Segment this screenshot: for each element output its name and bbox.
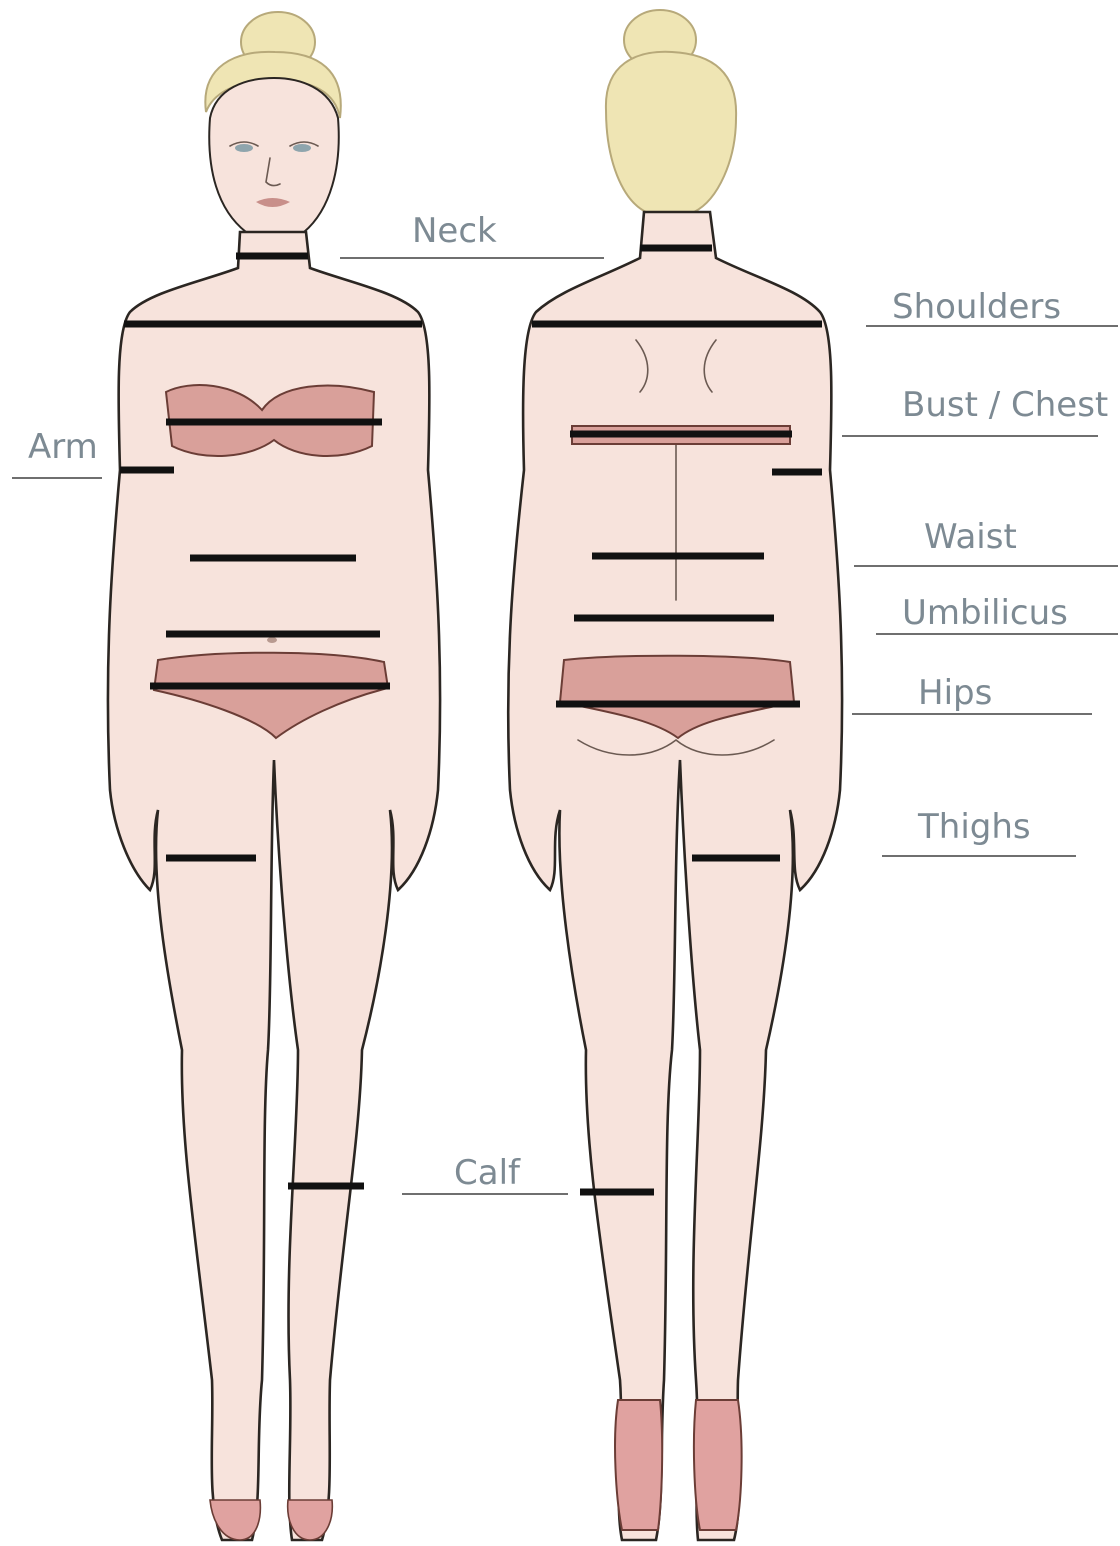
- back-figure: [508, 10, 842, 1540]
- front-face: [209, 78, 339, 241]
- label-neck: Neck: [412, 211, 497, 251]
- front-eye-right: [293, 144, 311, 152]
- label-calf: Calf: [454, 1153, 521, 1193]
- front-figure: [108, 12, 440, 1540]
- back-body: [508, 212, 842, 1540]
- label-thighs: Thighs: [917, 807, 1031, 847]
- label-waist: Waist: [924, 517, 1017, 557]
- back-heel-left: [615, 1400, 662, 1530]
- label-umbilicus: Umbilicus: [902, 593, 1068, 633]
- front-navel: [267, 637, 277, 643]
- front-shoe-left: [210, 1500, 260, 1540]
- label-bust-chest: Bust / Chest: [902, 385, 1108, 425]
- label-shoulders: Shoulders: [892, 287, 1061, 327]
- front-eye-left: [235, 144, 253, 152]
- back-heel-right: [694, 1400, 742, 1530]
- back-head-hair: [606, 52, 736, 217]
- label-arm: Arm: [28, 427, 98, 467]
- label-hips: Hips: [918, 673, 992, 713]
